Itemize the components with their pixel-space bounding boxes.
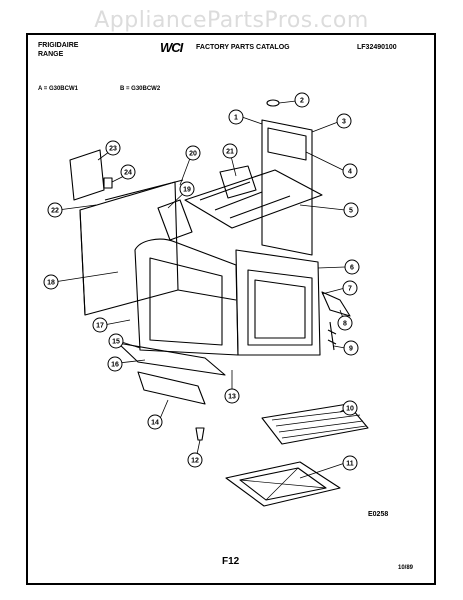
callout-circle-5 bbox=[343, 202, 359, 218]
cabinet-side-left bbox=[79, 181, 179, 316]
callout-number-2: 2 bbox=[300, 97, 304, 104]
callout-circle-22 bbox=[47, 202, 63, 218]
panel-19 bbox=[157, 199, 193, 241]
broiler-drawer bbox=[137, 371, 206, 405]
page-label: F12 bbox=[222, 556, 240, 567]
callout-circle-15 bbox=[108, 333, 124, 349]
callout-number-12: 12 bbox=[191, 457, 199, 464]
bottom-panel bbox=[117, 342, 226, 376]
cover-21 bbox=[219, 165, 257, 199]
callout-number-19: 19 bbox=[183, 186, 191, 193]
door-frame bbox=[235, 249, 321, 356]
callout-number-1: 1 bbox=[234, 114, 238, 121]
callout-circle-12 bbox=[187, 452, 203, 468]
callout-number-18: 18 bbox=[47, 279, 55, 286]
brand-line2: RANGE bbox=[38, 51, 64, 58]
oven-rack bbox=[261, 403, 369, 445]
callout-circle-3 bbox=[336, 113, 352, 129]
callout-number-8: 8 bbox=[343, 320, 347, 327]
back-panel bbox=[261, 119, 313, 256]
callout-circle-13 bbox=[224, 388, 240, 404]
callout-circle-1 bbox=[228, 109, 244, 125]
callout-number-22: 22 bbox=[51, 207, 59, 214]
callout-number-24: 24 bbox=[124, 169, 132, 176]
rail-20 bbox=[104, 179, 184, 201]
catalog-number: LF32490100 bbox=[357, 44, 397, 51]
callout-number-9: 9 bbox=[349, 345, 353, 352]
callout-circle-17 bbox=[92, 317, 108, 333]
callout-number-4: 4 bbox=[348, 168, 352, 175]
diagram-frame bbox=[26, 33, 436, 585]
callout-circle-11 bbox=[342, 455, 358, 471]
callout-number-17: 17 bbox=[96, 322, 104, 329]
callout-number-7: 7 bbox=[348, 285, 352, 292]
callout-circle-6 bbox=[344, 259, 360, 275]
callout-circle-21 bbox=[222, 143, 238, 159]
callout-circle-18 bbox=[43, 274, 59, 290]
catalog-title: FACTORY PARTS CATALOG bbox=[196, 44, 290, 51]
clip-24 bbox=[103, 177, 113, 189]
callout-circle-4 bbox=[342, 163, 358, 179]
callout-circle-24 bbox=[120, 164, 136, 180]
callout-circle-16 bbox=[107, 356, 123, 372]
callout-circle-10 bbox=[342, 400, 358, 416]
hinge-7 bbox=[321, 291, 351, 317]
callout-circle-7 bbox=[342, 280, 358, 296]
callout-number-6: 6 bbox=[350, 264, 354, 271]
callout-circle-8 bbox=[337, 315, 353, 331]
brand-line1: FRIGIDAIRE bbox=[38, 42, 79, 49]
callout-number-16: 16 bbox=[111, 361, 119, 368]
model-b: B = G30BCW2 bbox=[120, 86, 161, 92]
callout-number-20: 20 bbox=[189, 150, 197, 157]
callout-circle-2 bbox=[294, 92, 310, 108]
callout-number-15: 15 bbox=[112, 338, 120, 345]
catalog-date: 10/89 bbox=[398, 565, 414, 571]
callout-circle-23 bbox=[105, 140, 121, 156]
top-panel bbox=[184, 169, 323, 229]
callout-circle-19 bbox=[179, 181, 195, 197]
wci-logo: WCI bbox=[160, 40, 183, 55]
callout-number-23: 23 bbox=[109, 145, 117, 152]
callout-circle-20 bbox=[185, 145, 201, 161]
callout-number-10: 10 bbox=[346, 405, 354, 412]
spring-9 bbox=[327, 321, 337, 351]
bracket-23 bbox=[69, 149, 105, 201]
leveler-12 bbox=[195, 427, 205, 441]
model-a: A = G30BCW1 bbox=[38, 86, 78, 92]
watermark: AppliancePartsPros.com bbox=[94, 8, 369, 33]
callout-number-3: 3 bbox=[342, 118, 346, 125]
callout-number-21: 21 bbox=[226, 148, 234, 155]
callout-number-13: 13 bbox=[228, 393, 236, 400]
diagram-code: E0258 bbox=[368, 511, 389, 518]
callout-circle-14 bbox=[147, 414, 163, 430]
callout-circle-9 bbox=[343, 340, 359, 356]
screw-2 bbox=[266, 99, 280, 107]
callout-number-14: 14 bbox=[151, 419, 159, 426]
callout-number-11: 11 bbox=[346, 460, 354, 467]
callout-number-5: 5 bbox=[349, 207, 353, 214]
broiler-pan bbox=[225, 461, 341, 507]
